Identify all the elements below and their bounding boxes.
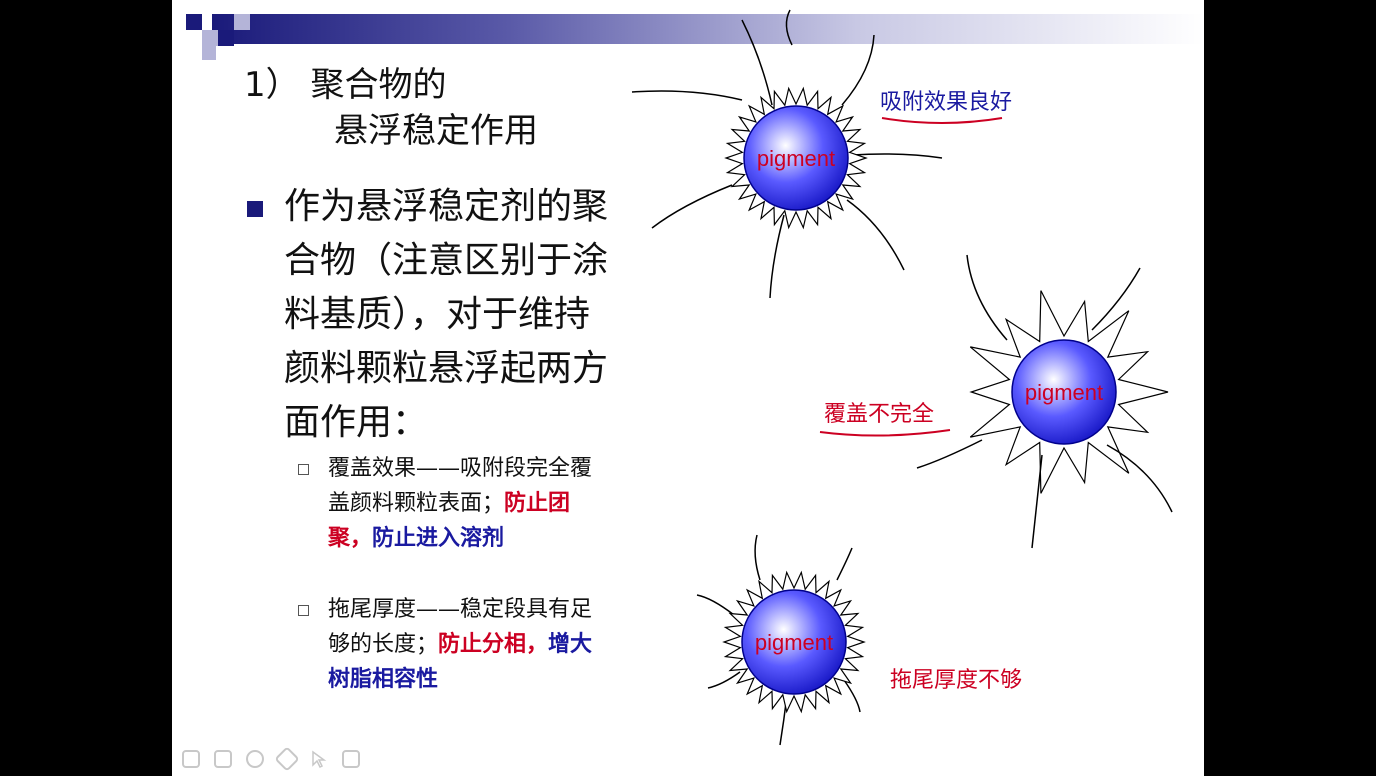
title-line-1: 1） 聚合物的 [244,65,447,105]
underline-incomplete [819,429,951,437]
pigment-particle-good: pigment [631,9,943,299]
sub2-text: 拖尾厚度——稳定段具有足够的长度； [328,597,593,657]
pigment-particle-incomplete: pigment [916,254,1173,549]
highlighter-icon[interactable] [274,746,300,772]
label-incomplete: 覆盖不完全 [824,402,935,427]
slide-icon[interactable] [214,750,232,768]
pigment-label: pigment [755,630,833,655]
pigment-label: pigment [757,146,835,171]
screen-icon[interactable] [342,750,360,768]
bullet-marker [247,201,263,217]
sub1-blue: 防止进入溶剂 [372,525,505,551]
main-bullet-text: 作为悬浮稳定剂的聚合物（注意区别于涂料基质），对于维持颜料颗粒悬浮起两方面作用： [284,186,609,443]
slide: 1） 聚合物的 悬浮稳定作用 作为悬浮稳定剂的聚合物（注意区别于涂料基质），对于… [172,0,1204,776]
pigment-diagram: pigment pigment pigment [631,9,1173,746]
pigment-label: pigment [1025,380,1103,405]
sub2-red: 防止分相， [438,631,549,657]
decor-square [202,30,218,46]
sub-bullet-marker [298,605,309,616]
sub-bullet-1: 覆盖效果——吸附段完全覆盖颜料颗粒表面；防止团聚，防止进入溶剂 [328,452,593,556]
underline-good [881,117,1003,124]
slideshow-toolbar [182,746,360,772]
decor-square [202,46,216,60]
sub1-text: 覆盖效果——吸附段完全覆盖颜料颗粒表面； [328,456,593,516]
label-short: 拖尾厚度不够 [890,668,1023,693]
pointer-icon[interactable] [310,750,328,769]
title-line-2: 悬浮稳定作用 [334,111,538,151]
slide-title: 1） 聚合物的 悬浮稳定作用 [244,62,538,154]
sub2-blue: 增大树脂相容性 [328,631,593,692]
sub-bullet-2: 拖尾厚度——稳定段具有足够的长度；防止分相，增大树脂相容性 [328,593,593,697]
decor-square [186,14,202,30]
label-good: 吸附效果良好 [880,90,1013,115]
sub-bullet-marker [298,464,309,475]
pen-icon[interactable] [182,750,200,768]
sub1-red: 防止团聚， [328,490,571,551]
pigment-particle-short: pigment [696,534,866,746]
decor-square [218,30,234,46]
title-bar-decoration [212,14,1204,44]
decor-square [234,14,250,30]
eraser-icon[interactable] [246,750,264,768]
